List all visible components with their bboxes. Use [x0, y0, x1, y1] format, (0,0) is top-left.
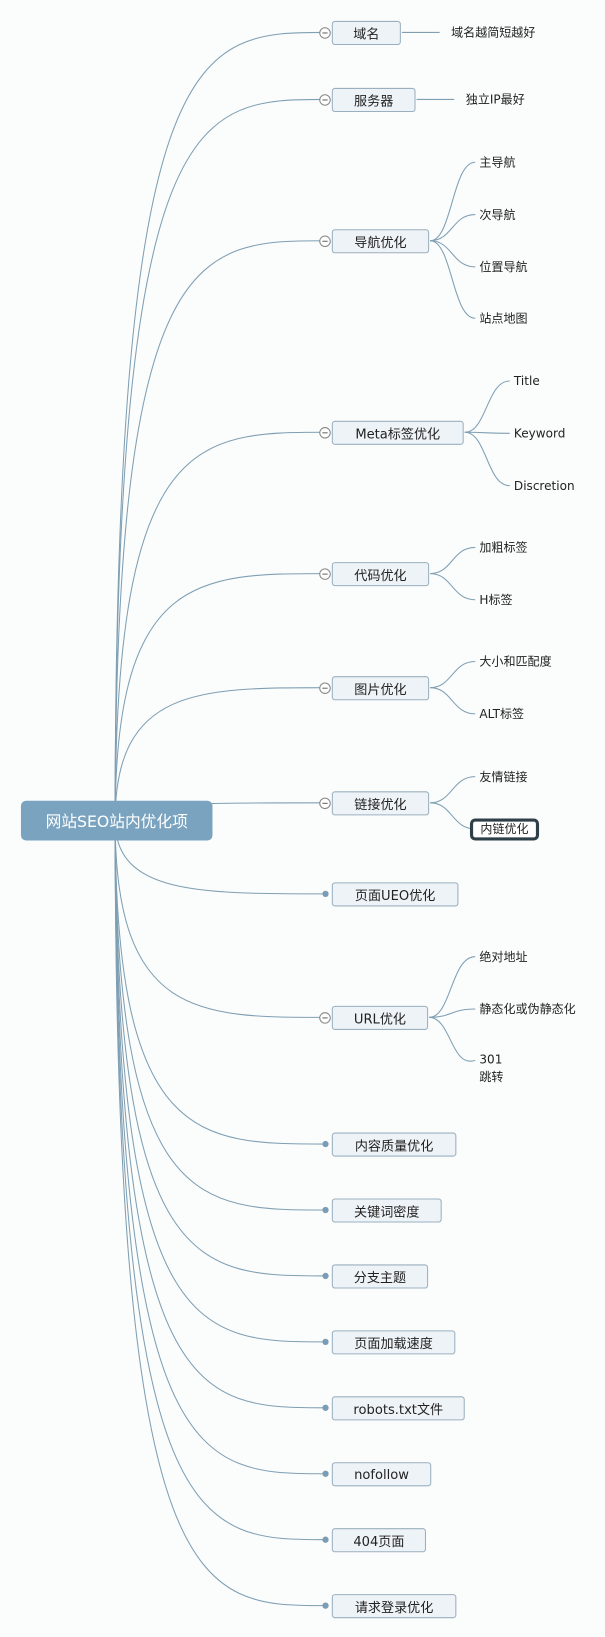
branch-line [114, 820, 326, 1145]
child-line [430, 214, 476, 242]
topic-node[interactable]: 页面UEO优化 [331, 881, 459, 906]
branch-line [114, 820, 326, 1018]
collapse-toggle-icon[interactable] [319, 26, 331, 39]
subtopic[interactable]: 域名越简短越好 [451, 24, 536, 40]
topic-node[interactable]: nofollow [331, 1461, 432, 1486]
collapse-toggle-icon[interactable] [319, 426, 331, 439]
child-line [430, 776, 476, 804]
branch-line [114, 820, 326, 1475]
topic-node[interactable]: 分支主题 [331, 1263, 429, 1288]
topic-node[interactable]: robots.txt文件 [331, 1395, 465, 1420]
topic-node[interactable]: Meta标签优化 [331, 420, 464, 445]
branch-line [114, 820, 326, 1607]
topic-node[interactable]: 服务器 [331, 87, 416, 112]
connector-dot-icon [322, 1470, 329, 1477]
topic-node[interactable]: 代码优化 [331, 561, 430, 586]
collapse-toggle-icon[interactable] [319, 93, 331, 106]
child-line [464, 431, 510, 434]
topic-node[interactable]: 导航优化 [331, 228, 430, 253]
connector-dot-icon [322, 1206, 329, 1214]
topic-node[interactable]: 404页面 [331, 1527, 427, 1552]
subtopic[interactable]: 静态化或伪静态化 [479, 1001, 576, 1016]
child-line [430, 161, 476, 242]
topic-node[interactable]: 内容质量优化 [331, 1132, 457, 1157]
branch-line [114, 687, 326, 821]
collapse-toggle-icon[interactable] [319, 797, 331, 809]
connector-dot-icon [322, 1272, 329, 1280]
collapse-toggle-icon[interactable] [319, 681, 331, 694]
collapse-toggle-icon[interactable] [319, 234, 331, 247]
topic-node[interactable]: 图片优化 [331, 675, 430, 700]
branch-line [114, 98, 326, 821]
subtopic[interactable]: Discretion [513, 477, 575, 493]
connector-dot-icon [322, 890, 329, 898]
topic-node[interactable]: 请求登录优化 [331, 1593, 457, 1618]
connector-dot-icon [322, 1404, 329, 1411]
connector-dot-icon [322, 1602, 329, 1609]
child-line [429, 1016, 476, 1062]
child-line [430, 573, 476, 601]
connector-dot-icon [322, 1536, 329, 1543]
subtopic[interactable]: Title [513, 373, 540, 388]
child-line [430, 240, 476, 268]
subtopic[interactable]: 独立IP最好 [465, 91, 525, 107]
subtopic[interactable]: 位置导航 [479, 259, 528, 274]
child-line [429, 956, 476, 1018]
branch-line [114, 820, 326, 1541]
subtopic[interactable]: 加粗标签 [479, 539, 528, 555]
child-line [430, 802, 476, 830]
branch-line [114, 820, 326, 895]
subtopic[interactable]: ALT标签 [479, 705, 525, 721]
child-line [429, 1008, 476, 1018]
child-line [430, 687, 476, 715]
collapse-toggle-icon[interactable] [319, 567, 331, 580]
topic-node[interactable]: URL优化 [331, 1005, 429, 1030]
collapse-toggle-icon[interactable] [319, 1011, 331, 1024]
branch-line [114, 820, 326, 1409]
subtopic[interactable]: 大小和匹配度 [479, 653, 552, 669]
topic-node[interactable]: 域名 [331, 20, 401, 45]
child-line [464, 431, 510, 487]
branch-line [114, 820, 326, 1211]
subtopic[interactable]: 次导航 [479, 206, 516, 222]
branch-line [114, 240, 326, 821]
child-line [464, 380, 510, 433]
subtopic[interactable]: H标签 [479, 591, 513, 607]
subtopic[interactable]: 绝对地址 [479, 948, 528, 964]
child-line [430, 240, 476, 319]
subtopic[interactable]: 友情链接 [479, 768, 528, 784]
branch-line [114, 820, 326, 1277]
connector-dot-icon [322, 1140, 329, 1148]
subtopic[interactable]: 主导航 [479, 154, 516, 170]
child-line [430, 546, 476, 575]
branch-line [114, 31, 326, 821]
branch-line [114, 820, 326, 1343]
selected-subtopic[interactable]: 内链优化 [469, 818, 540, 841]
connector-dot-icon [322, 1338, 329, 1346]
topic-node[interactable]: 链接优化 [331, 790, 430, 815]
child-line [430, 660, 476, 689]
branch-line [114, 431, 326, 821]
branch-line [114, 573, 326, 821]
topic-node[interactable]: 页面加载速度 [331, 1329, 456, 1354]
topic-node[interactable]: 关键词密度 [331, 1197, 442, 1223]
subtopic[interactable]: 301 跳转 [479, 1051, 504, 1085]
subtopic[interactable]: 站点地图 [479, 310, 528, 326]
root-topic[interactable]: 网站SEO站内优化项 [20, 800, 213, 841]
subtopic[interactable]: Keyword [513, 425, 566, 441]
